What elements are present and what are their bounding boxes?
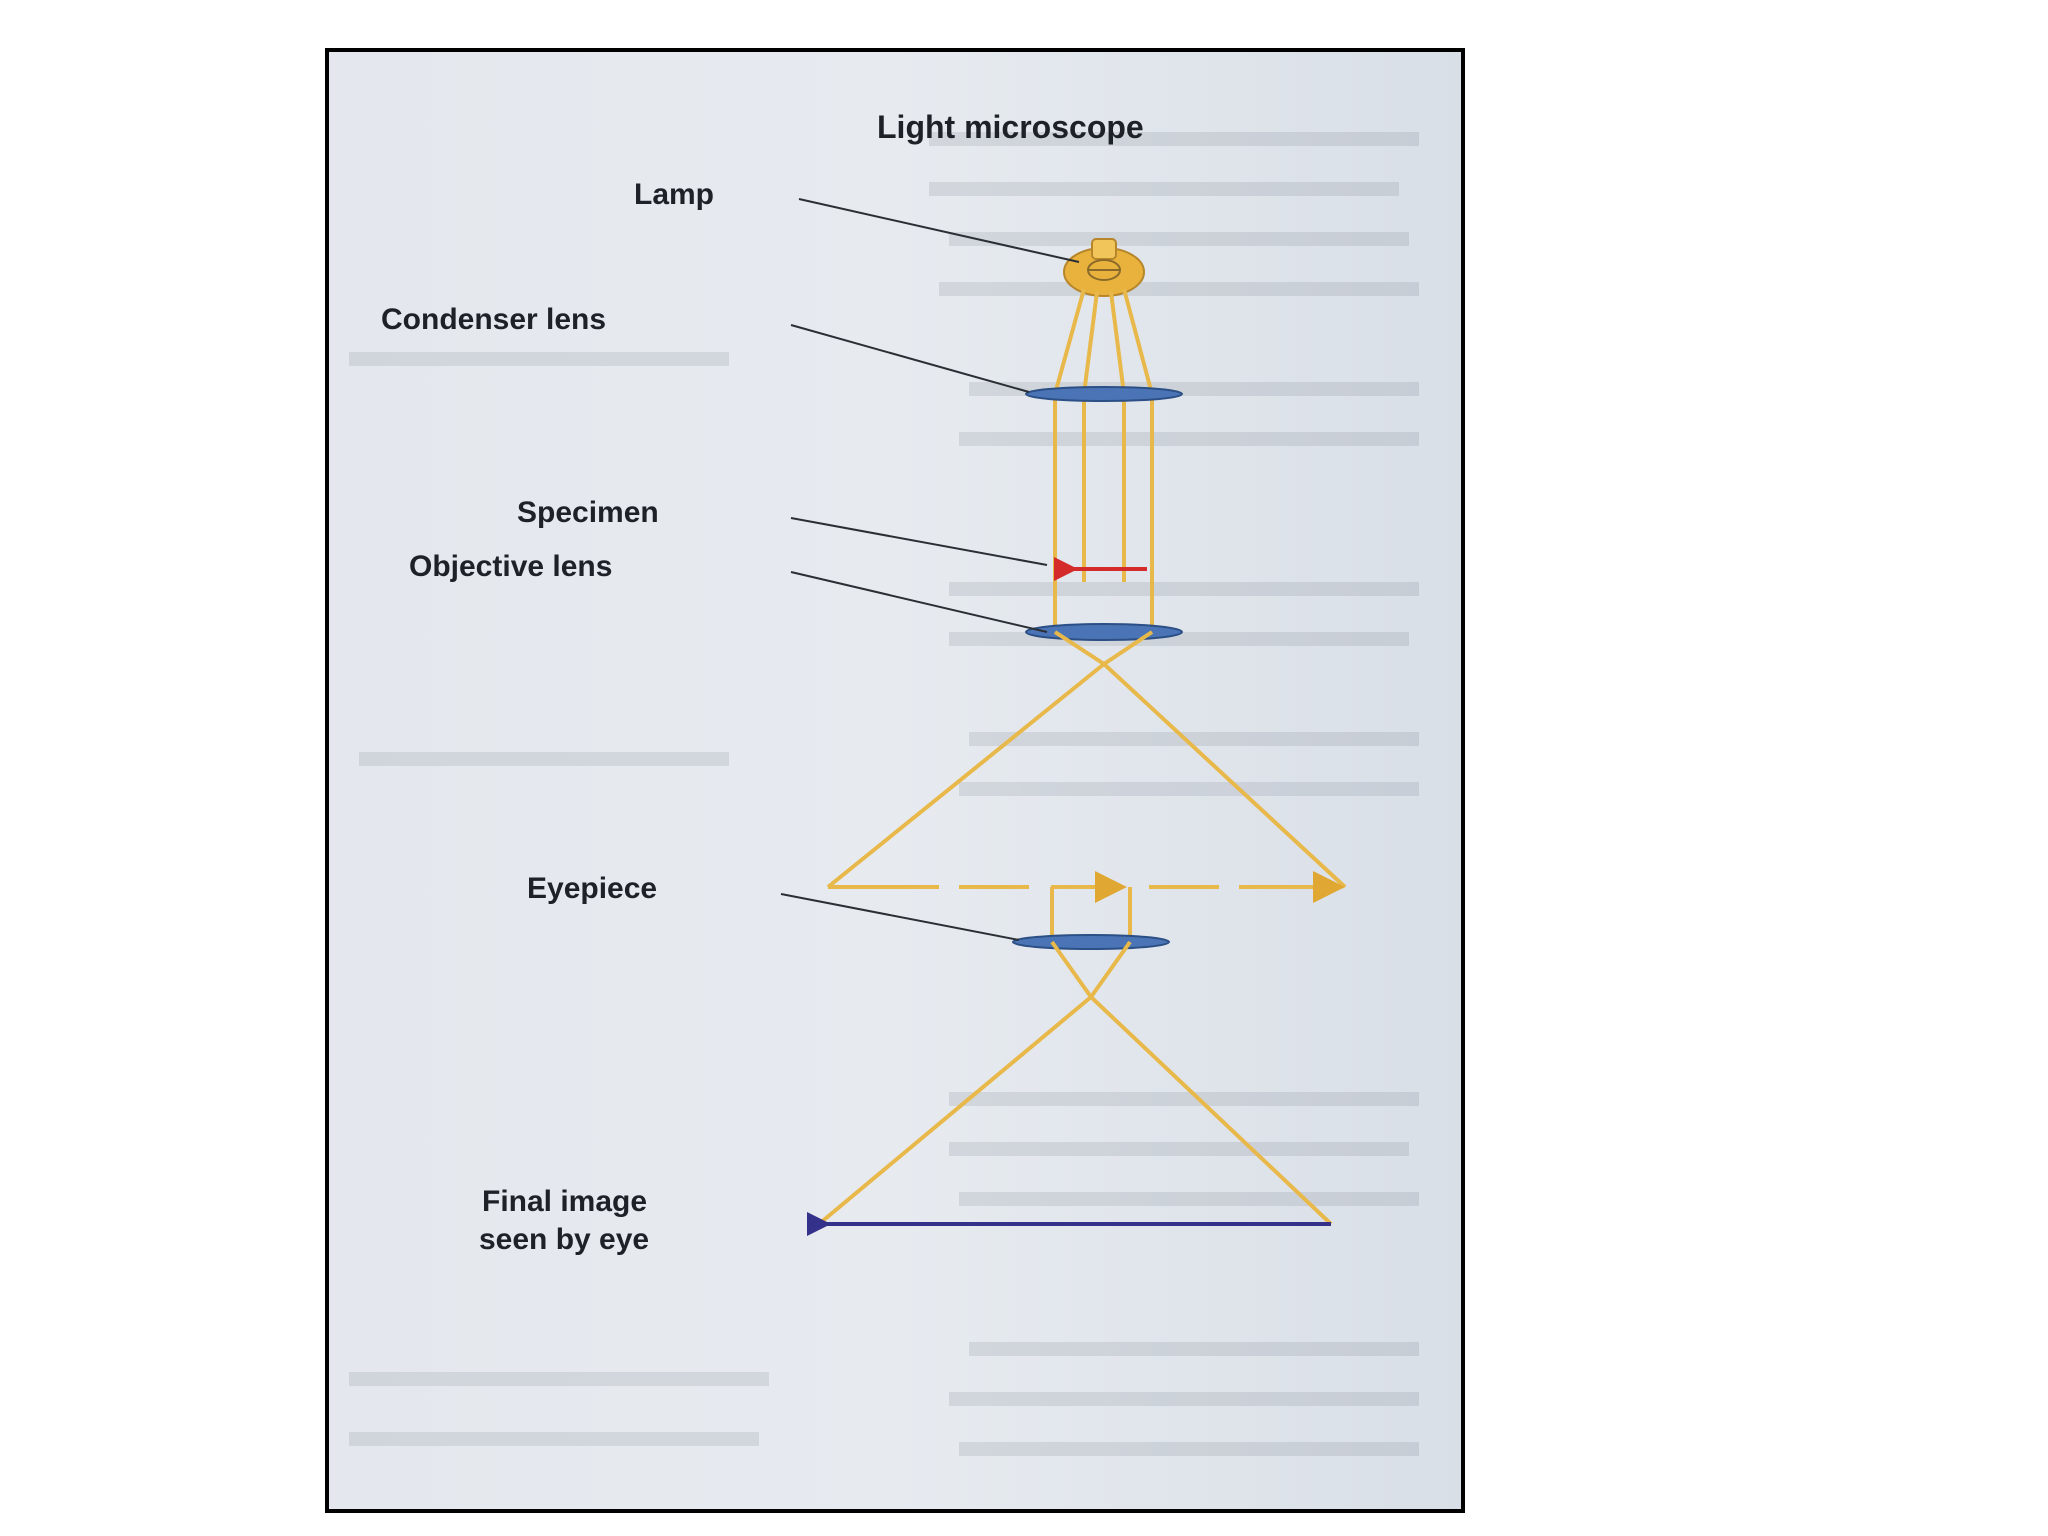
eyepiece-rays-upper (1050, 887, 1132, 942)
condenser-lens (1025, 386, 1183, 402)
objective-lens (1025, 623, 1183, 641)
label-final-image-line1: Final image (482, 1185, 647, 1218)
microscope-photo: Light microscope (325, 48, 1465, 1513)
leader-lines (780, 198, 1080, 941)
diagram-title: Light microscope (877, 109, 1144, 145)
illumination-rays-upper (1053, 288, 1154, 395)
final-rays (817, 940, 1333, 1226)
eyepiece-lens (1012, 934, 1170, 950)
illumination-rays-parallel (1053, 394, 1154, 632)
bleed-through-text (349, 132, 1419, 1456)
lamp-icon (1063, 238, 1145, 297)
label-lamp: Lamp (634, 178, 714, 211)
label-eyepiece: Eyepiece (527, 872, 657, 905)
paper-background (329, 52, 1461, 1509)
label-condenser-lens: Condenser lens (381, 303, 606, 336)
label-final-image-line2: seen by eye (479, 1223, 649, 1256)
light-microscope-diagram: Light microscope (329, 52, 1461, 1509)
label-objective-lens: Objective lens (409, 550, 612, 583)
objective-rays (826, 630, 1347, 889)
label-specimen: Specimen (517, 496, 659, 529)
